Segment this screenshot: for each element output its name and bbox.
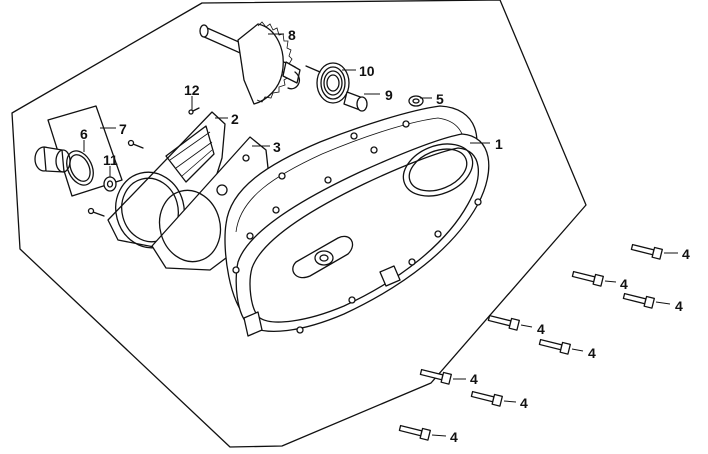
callout-4: 4 [450,429,458,445]
washer-part [103,176,117,192]
callout-4: 4 [537,321,545,337]
callout-4: 4 [620,276,628,292]
callout-4: 4 [675,298,683,314]
callout-4: 4 [470,371,478,387]
bushing-part [343,91,368,112]
callout-8: 8 [288,27,296,43]
callout-11: 11 [103,152,118,168]
callout-9: 9 [385,87,393,103]
callout-2: 2 [231,111,239,127]
cvt-cover-part [224,105,490,337]
callout-4: 4 [520,395,528,411]
callout-6: 6 [80,126,88,142]
screw-part [87,107,200,217]
callout-12: 12 [184,82,200,98]
leader-lines [83,33,678,437]
callout-7: 7 [119,121,127,137]
assembly-boundary [11,0,587,448]
spring-part [305,62,350,104]
callout-3: 3 [273,139,281,155]
bolt-part [398,243,663,441]
callout-5: 5 [436,91,444,107]
callout-labels: 8 10 9 5 1 12 2 3 7 6 11 4 4 4 4 4 4 4 4 [80,27,690,445]
callout-1: 1 [495,136,503,152]
kick-gear-assy-part [34,105,123,197]
dowel-part [408,95,424,107]
callout-4: 4 [682,246,690,262]
o-ring-part [66,150,94,186]
callout-4: 4 [588,345,596,361]
callout-10: 10 [359,63,375,79]
kick-shaft-part [199,21,301,105]
